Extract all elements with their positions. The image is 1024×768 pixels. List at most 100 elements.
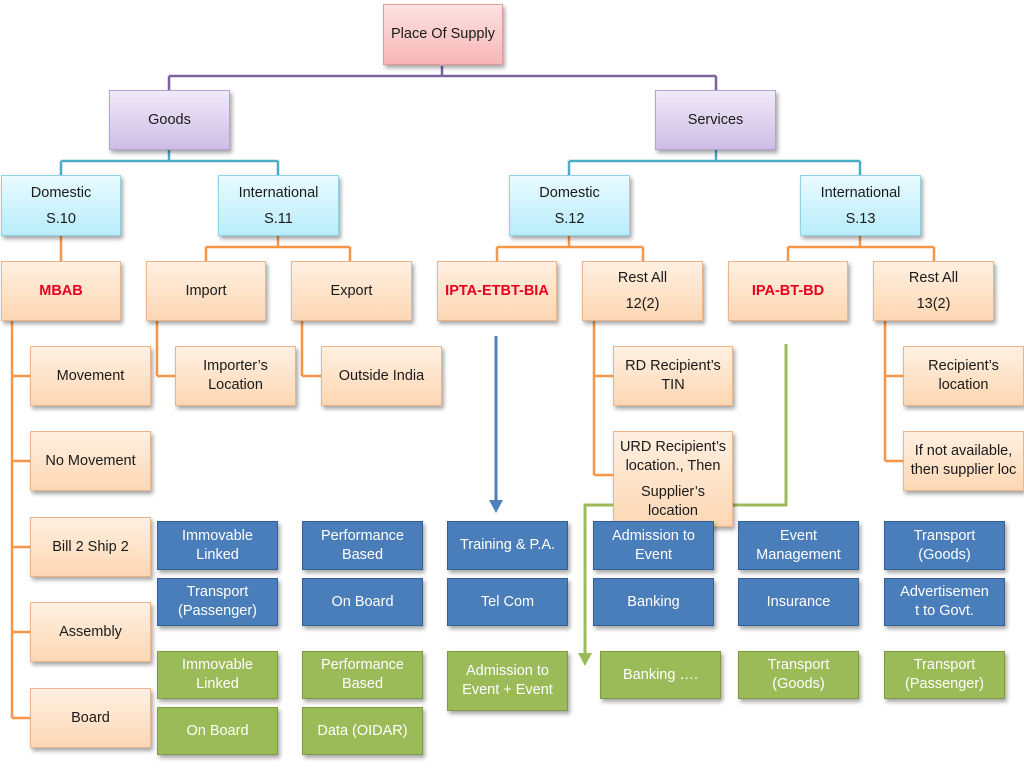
bill-2-ship-2-node: Bill 2 Ship 2 bbox=[30, 517, 151, 577]
node-label: Board bbox=[71, 709, 110, 726]
node-label: Import bbox=[185, 282, 227, 299]
category-connectors bbox=[59, 150, 862, 175]
blue-arrow bbox=[489, 336, 503, 513]
box-line-2: Management bbox=[756, 546, 841, 563]
box-line-1: Insurance bbox=[766, 593, 831, 610]
box-line-1: Event bbox=[779, 527, 818, 544]
blue-box-event-management: Event Management bbox=[738, 521, 859, 570]
node-label: No Movement bbox=[45, 452, 136, 469]
green-box-performance-based: Performance Based bbox=[302, 651, 423, 699]
box-line-2: Linked bbox=[196, 676, 239, 692]
box-line-1: On Board bbox=[331, 593, 394, 610]
urd-recipient-node: URD Recipient’s location., Then Supplier… bbox=[613, 431, 733, 527]
box-line-2: Based bbox=[341, 546, 384, 563]
rd-recipient-node: RD Recipient’s TIN bbox=[613, 346, 733, 406]
node-label-3: Supplier’s bbox=[641, 484, 705, 500]
box-line-1: Admission to bbox=[611, 527, 695, 544]
box-line-2: (Goods) bbox=[772, 676, 825, 692]
box-line-2: (Passenger) bbox=[905, 676, 984, 692]
green-box-banking: Banking …. bbox=[600, 651, 721, 699]
root-connectors bbox=[167, 66, 718, 90]
node-label: Goods bbox=[148, 111, 191, 128]
blue-box-tel-com: Tel Com bbox=[447, 578, 568, 626]
box-line-1: Training & P.A. bbox=[459, 537, 556, 553]
mbab-node: MBAB bbox=[1, 261, 121, 321]
box-line-1: Immovable bbox=[182, 657, 253, 673]
green-box-on-board: On Board bbox=[157, 707, 278, 755]
blue-box-training: Training & P.A. bbox=[447, 521, 568, 570]
node-label: Services bbox=[687, 111, 744, 128]
section-label: 12(2) bbox=[625, 296, 660, 312]
box-line-1: Performance bbox=[320, 657, 404, 673]
green-box-admission-to-event: Admission to Event + Event bbox=[447, 651, 568, 711]
box-line-1: Admission to bbox=[465, 663, 549, 679]
box-line-1: Banking bbox=[627, 593, 680, 610]
box-line-1: Advertisemen bbox=[900, 584, 989, 600]
node-label: Export bbox=[330, 282, 373, 299]
box-line-2: (Passenger) bbox=[178, 603, 257, 619]
node-label: If not available, bbox=[914, 443, 1013, 459]
node-label: Place Of Supply bbox=[391, 26, 495, 42]
box-line-2: (Goods) bbox=[918, 546, 971, 563]
importer-location-node: Importer’s Location bbox=[175, 346, 296, 406]
node-label: Bill 2 Ship 2 bbox=[52, 538, 129, 555]
services-international-node: International S.13 bbox=[800, 175, 921, 236]
node-label: Domestic bbox=[30, 184, 92, 201]
goods-node: Goods bbox=[109, 90, 230, 150]
recipient-location-node: Recipient’s location bbox=[903, 346, 1024, 406]
box-line-1: Immovable bbox=[182, 527, 253, 544]
node-label: Domestic bbox=[539, 184, 600, 201]
box-line-1: Tel Com bbox=[480, 593, 535, 610]
box-line-2: Based bbox=[341, 676, 384, 692]
node-label: Assembly bbox=[59, 623, 122, 640]
rest-all-13-node: Rest All 13(2) bbox=[873, 261, 994, 321]
goods-international-node: International S.11 bbox=[218, 175, 339, 236]
rule-connectors bbox=[10, 236, 936, 720]
node-label: IPTA-ETBT-BIA bbox=[445, 282, 549, 299]
section-label: S.12 bbox=[554, 210, 585, 227]
box-line-1: Transport bbox=[186, 584, 249, 600]
node-label: Importer’s bbox=[203, 358, 268, 374]
outside-india-node: Outside India bbox=[321, 346, 442, 406]
blue-box-transport-goods: Transport (Goods) bbox=[884, 521, 1005, 570]
section-label: S.11 bbox=[264, 210, 293, 227]
export-node: Export bbox=[291, 261, 412, 321]
blue-box-transport-passenger: Transport (Passenger) bbox=[157, 578, 278, 626]
blue-box-on-board: On Board bbox=[302, 578, 423, 626]
rest-all-12-node: Rest All 12(2) bbox=[582, 261, 703, 321]
green-box-transport-passenger: Transport (Passenger) bbox=[884, 651, 1005, 699]
box-line-1: Performance bbox=[320, 527, 404, 544]
box-line-2: Event + Event bbox=[462, 682, 553, 698]
import-node: Import bbox=[146, 261, 266, 321]
blue-box-admission-to-event: Admission to Event bbox=[593, 521, 714, 570]
blue-box-advertisement: Advertisemen t to Govt. bbox=[884, 578, 1005, 626]
green-box-immovable-linked: Immovable Linked bbox=[157, 651, 278, 699]
node-label: International bbox=[820, 184, 901, 201]
if-not-available-node: If not available, then supplier loc bbox=[903, 431, 1024, 491]
ipa-bt-bd-node: IPA-BT-BD bbox=[728, 261, 848, 321]
node-label-2: TIN bbox=[661, 377, 685, 393]
node-label: Rest All bbox=[617, 270, 668, 286]
services-node: Services bbox=[655, 90, 776, 150]
no-movement-node: No Movement bbox=[30, 431, 151, 491]
box-line-1: Transport bbox=[913, 527, 976, 544]
movement-node: Movement bbox=[30, 346, 151, 406]
place-of-supply-node: Place Of Supply bbox=[383, 4, 503, 65]
box-line-1: Banking …. bbox=[623, 666, 698, 683]
goods-domestic-node: Domestic S.10 bbox=[1, 175, 121, 236]
blue-box-banking: Banking bbox=[593, 578, 714, 626]
blue-box-performance-based: Performance Based bbox=[302, 521, 423, 570]
box-line-2: Event bbox=[634, 546, 673, 563]
blue-box-immovable-linked: Immovable Linked bbox=[157, 521, 278, 570]
ipta-etbt-bia-node: IPTA-ETBT-BIA bbox=[437, 261, 557, 321]
box-line-1: On Board bbox=[186, 722, 249, 739]
node-label-4: location bbox=[648, 503, 698, 519]
node-label: Movement bbox=[56, 367, 125, 384]
node-label-2: Location bbox=[208, 377, 263, 393]
node-label: RD Recipient’s bbox=[625, 358, 721, 374]
node-label: IPA-BT-BD bbox=[751, 282, 825, 299]
blue-box-insurance: Insurance bbox=[738, 578, 859, 626]
box-line-2: Linked bbox=[196, 546, 239, 563]
node-label: MBAB bbox=[39, 282, 83, 299]
